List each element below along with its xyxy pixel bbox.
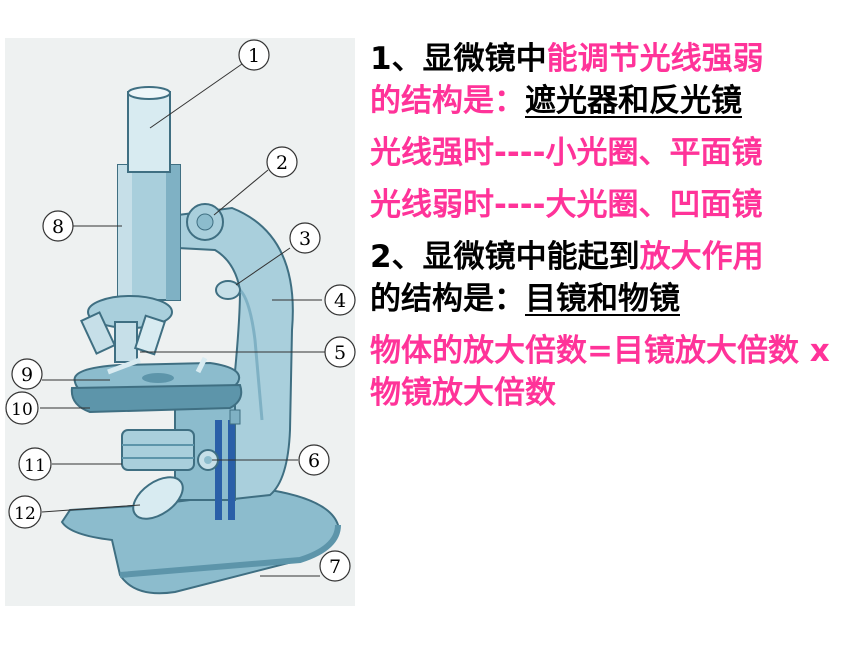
rack <box>215 420 222 520</box>
upper-fine-knob <box>215 280 241 300</box>
point-number-1: 1 <box>370 41 392 77</box>
magnification-formula: 物体的放大倍数=目镜放大倍数 x 物镜放大倍数 <box>370 330 852 414</box>
explanation-text: 1、显微镜中能调节光线强弱 的结构是：遮光器和反光镜 光线强时----小光圈、平… <box>370 38 852 424</box>
label-7: 7 <box>319 550 351 582</box>
label-8: 8 <box>42 210 74 242</box>
svg-text:4: 4 <box>334 290 346 312</box>
label-4: 4 <box>324 284 356 316</box>
label-3: 3 <box>289 222 321 254</box>
leader-lines <box>40 63 325 577</box>
p4-structure-text: 的结构是： <box>370 281 525 317</box>
label-10: 10 <box>5 391 39 425</box>
label-12: 12 <box>8 495 42 529</box>
microscope-arm <box>177 206 294 502</box>
svg-text:8: 8 <box>52 216 64 238</box>
svg-text:9: 9 <box>21 364 33 386</box>
svg-text:5: 5 <box>334 342 346 364</box>
eyepiece <box>127 91 171 173</box>
svg-text:10: 10 <box>11 400 33 420</box>
svg-text:12: 12 <box>14 504 36 524</box>
svg-text:3: 3 <box>299 228 311 250</box>
strong-light-text: 光线强时----小光圈、平面镜 <box>370 135 763 171</box>
svg-text:11: 11 <box>24 456 46 476</box>
objective-lens <box>80 311 116 355</box>
weak-light-text: 光线弱时----大光圈、凹面镜 <box>370 187 763 223</box>
strong-light-line: 光线强时----小光圈、平面镜 <box>370 132 852 174</box>
p4-intro: 、显微镜中能起到 <box>391 239 640 275</box>
weak-light-line: 光线弱时----大光圈、凹面镜 <box>370 184 852 226</box>
p1-intro: 、显微镜中 <box>391 41 547 77</box>
diaphragm <box>121 429 195 471</box>
label-2: 2 <box>266 146 298 178</box>
paragraph-light-adjust: 1、显微镜中能调节光线强弱 的结构是：遮光器和反光镜 <box>370 38 852 122</box>
p1-highlight: 能调节光线强弱 <box>546 41 764 77</box>
p1-answer: 遮光器和反光镜 <box>525 83 742 119</box>
mirror <box>132 476 184 520</box>
microscope-diagram: 1 2 3 4 5 6 7 8 <box>5 38 356 606</box>
svg-text:1: 1 <box>248 45 260 67</box>
p4-answer: 目镜和物镜 <box>525 281 680 317</box>
point-number-2: 2 <box>370 239 392 275</box>
label-11: 11 <box>18 447 52 481</box>
label-9: 9 <box>11 358 43 390</box>
formula-text: 物体的放大倍数=目镜放大倍数 x 物镜放大倍数 <box>370 333 830 411</box>
svg-text:2: 2 <box>276 152 288 174</box>
label-1: 1 <box>238 39 270 71</box>
svg-text:7: 7 <box>329 556 341 578</box>
paragraph-magnification: 2、显微镜中能起到放大作用 的结构是：目镜和物镜 <box>370 236 852 320</box>
p4-highlight: 放大作用 <box>639 239 764 275</box>
stage-base-plate <box>70 383 243 414</box>
svg-text:6: 6 <box>308 450 320 472</box>
p1-structure-label: 的结构是： <box>370 83 525 119</box>
label-6: 6 <box>298 444 330 476</box>
label-5: 5 <box>324 336 356 368</box>
